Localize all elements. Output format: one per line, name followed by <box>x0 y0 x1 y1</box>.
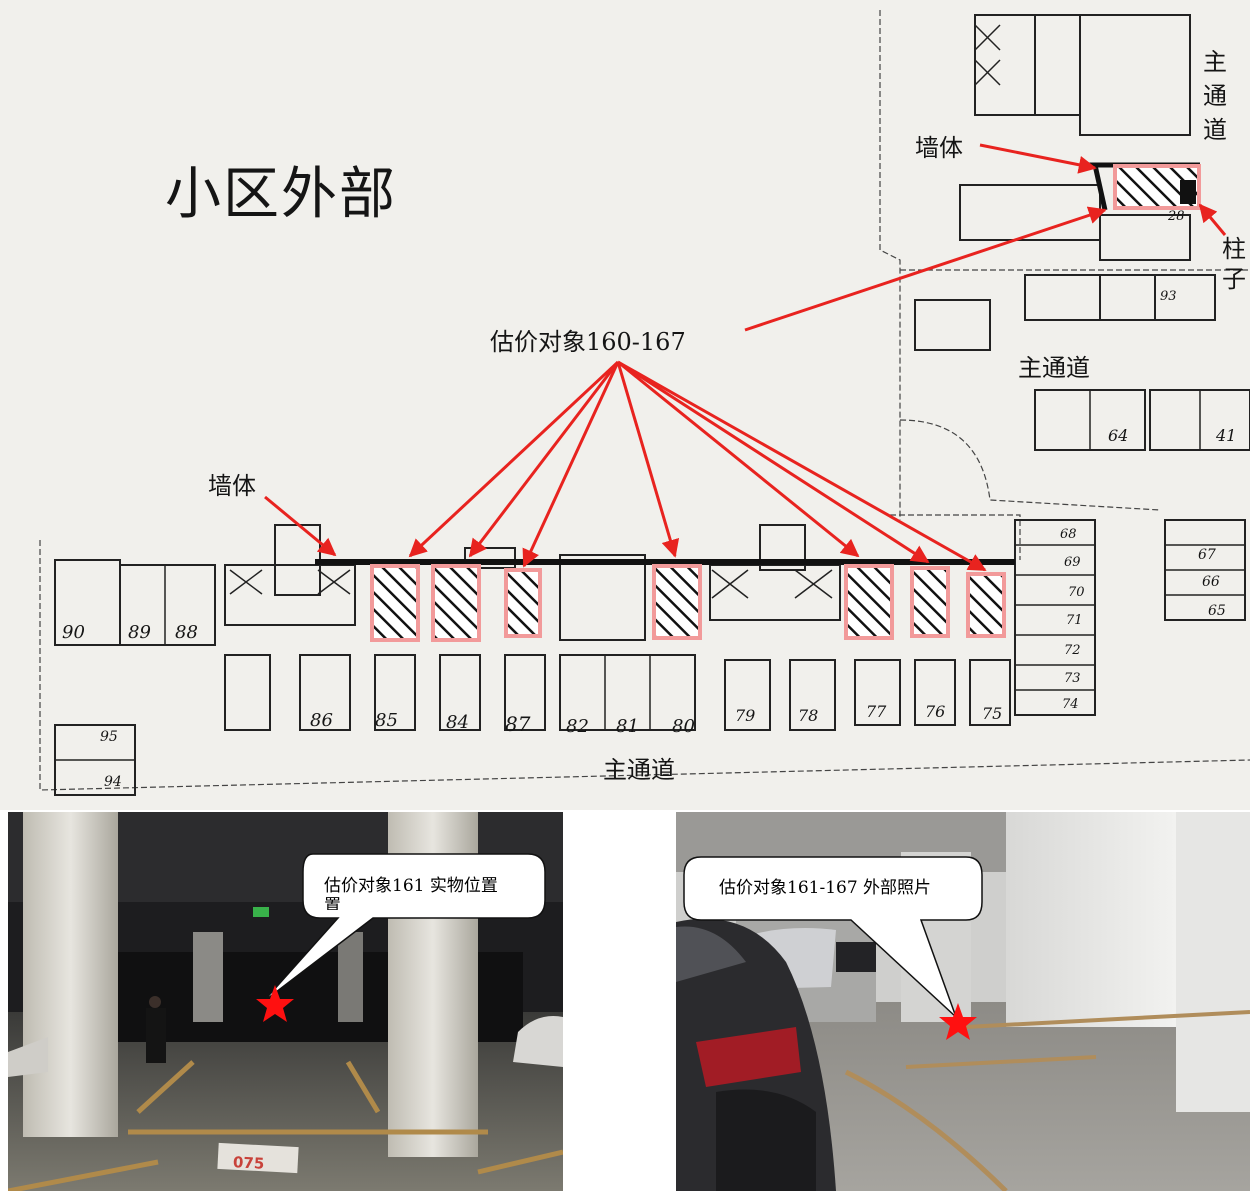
plan-boundaries <box>39 10 1250 791</box>
space-number: 94 <box>104 774 122 790</box>
annotation-arrows <box>264 143 1227 572</box>
space-number: 75 <box>982 704 1003 723</box>
target-space <box>844 564 894 640</box>
garage-photo-left: 075 估价对象161 实物位置 置 <box>8 812 563 1191</box>
caption-left: 估价对象161 实物位置 置 <box>324 876 498 910</box>
target-space <box>966 572 1006 638</box>
area-label: 小区外部 <box>165 162 397 227</box>
space-number: 86 <box>310 710 333 731</box>
space-number: 74 <box>1062 697 1079 712</box>
space-number: 80 <box>672 716 695 737</box>
space-number: 81 <box>616 716 639 737</box>
target-label: 估价对象160-167 <box>490 328 686 356</box>
target-space <box>910 566 950 638</box>
wall-label-right: 墙体 <box>915 134 963 162</box>
speech-bubble-left <box>262 853 546 1003</box>
star-icon <box>939 1003 977 1040</box>
space-number: 95 <box>100 729 118 745</box>
target-space <box>504 568 542 638</box>
space-number: 72 <box>1064 643 1081 658</box>
space-number: 87 <box>505 712 531 736</box>
space-number: 77 <box>866 702 887 721</box>
space-number: 88 <box>175 622 198 643</box>
space-number: 89 <box>128 622 151 643</box>
space-number: 84 <box>446 712 469 733</box>
garage-photo-right: 估价对象161-167 外部照片 <box>676 812 1250 1191</box>
space-number: 93 <box>1160 289 1177 304</box>
space-number: 76 <box>925 702 946 721</box>
main-road-bottom: 主通道 <box>603 756 675 784</box>
main-road-middle: 主通道 <box>1018 354 1090 382</box>
space-number: 79 <box>735 706 756 725</box>
space-number: 64 <box>1108 426 1129 445</box>
caption-right: 估价对象161-167 外部照片 <box>719 878 932 898</box>
space-number: 41 <box>1216 426 1237 445</box>
space-number: 68 <box>1060 527 1077 542</box>
speech-bubble-right <box>683 856 983 1018</box>
target-space <box>431 564 481 642</box>
space-number: 73 <box>1064 671 1081 686</box>
target-space <box>370 564 420 642</box>
target-space <box>652 564 702 640</box>
space-number: 28 <box>1168 209 1185 224</box>
space-number: 67 <box>1198 547 1216 563</box>
floor-plan: 小区外部 估价对象160-167 墙体 墙体 柱子 主通道 主通道 主通道 90… <box>0 0 1250 810</box>
space-number: 70 <box>1068 585 1085 600</box>
space-number: 82 <box>566 716 589 737</box>
space-number: 78 <box>798 706 819 725</box>
main-road-top: 主通道 <box>1203 48 1227 144</box>
space-number: 71 <box>1066 613 1083 628</box>
lower-room-dividers <box>55 24 1001 761</box>
space-number: 90 <box>62 622 85 643</box>
space-number: 85 <box>375 710 398 731</box>
upper-right-room-dividers <box>1015 390 1245 691</box>
pillar-block <box>1180 180 1196 204</box>
pillar-label: 柱子 <box>1222 235 1246 293</box>
wall-label-left: 墙体 <box>208 472 256 500</box>
floor-plan-drawing <box>39 10 1250 796</box>
space-number: 69 <box>1064 555 1081 570</box>
space-number: 65 <box>1208 603 1226 619</box>
star-icon <box>256 985 294 1022</box>
space-number: 66 <box>1202 574 1220 590</box>
